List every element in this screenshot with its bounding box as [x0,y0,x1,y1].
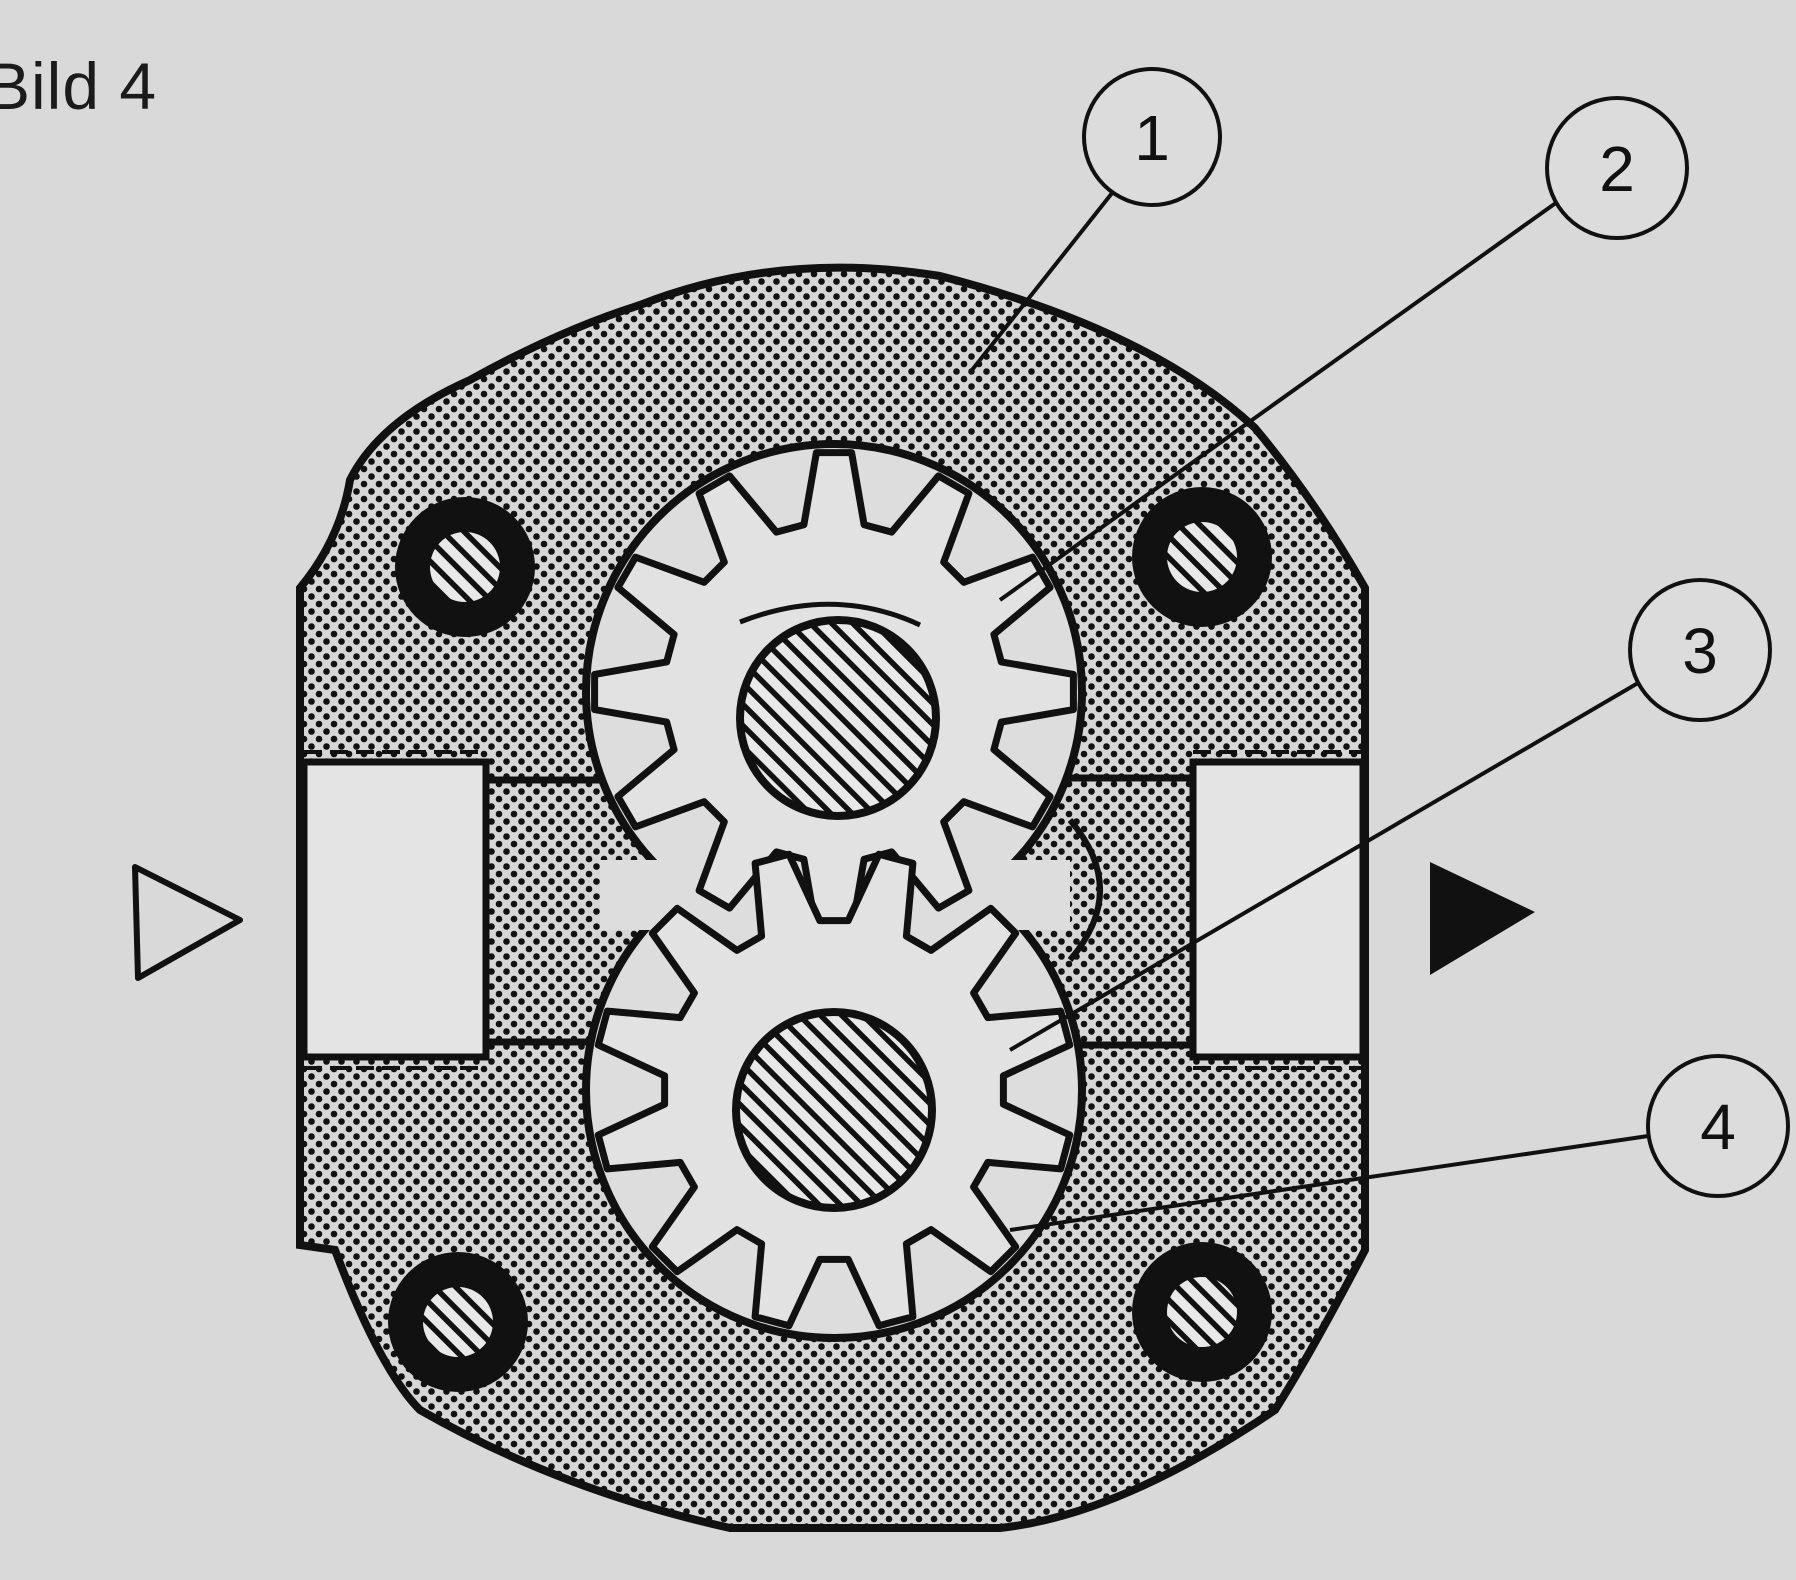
leader-line-1 [970,181,1122,372]
callout-2: 2 [1545,96,1689,240]
figure-title: Bild 4 [0,49,158,123]
drive-shaft [736,616,940,820]
callout-number: 3 [1682,615,1718,687]
outlet-port [1070,750,1367,1070]
callout-1: 1 [1082,67,1222,207]
drive-gear-inner-arc [739,601,922,628]
callout-3: 3 [1628,578,1772,722]
callout-number: 2 [1599,133,1635,205]
bolt-bottom-left [388,1252,528,1392]
bolt-top-right [1132,487,1272,627]
bolt-top-left [395,497,535,637]
leader-line-4 [1009,1133,1656,1232]
outlet-arrow-icon [1430,862,1535,975]
leader-line-2 [998,198,1562,602]
bolt-bottom-right [1132,1242,1272,1382]
callout-number: 1 [1134,102,1170,174]
inlet-port [300,750,640,1070]
driven-shaft [732,1008,936,1212]
callout-4: 4 [1646,1054,1790,1198]
callout-number: 4 [1700,1091,1736,1163]
leader-line-3 [1008,674,1652,1052]
inlet-arrow-icon [132,864,243,981]
